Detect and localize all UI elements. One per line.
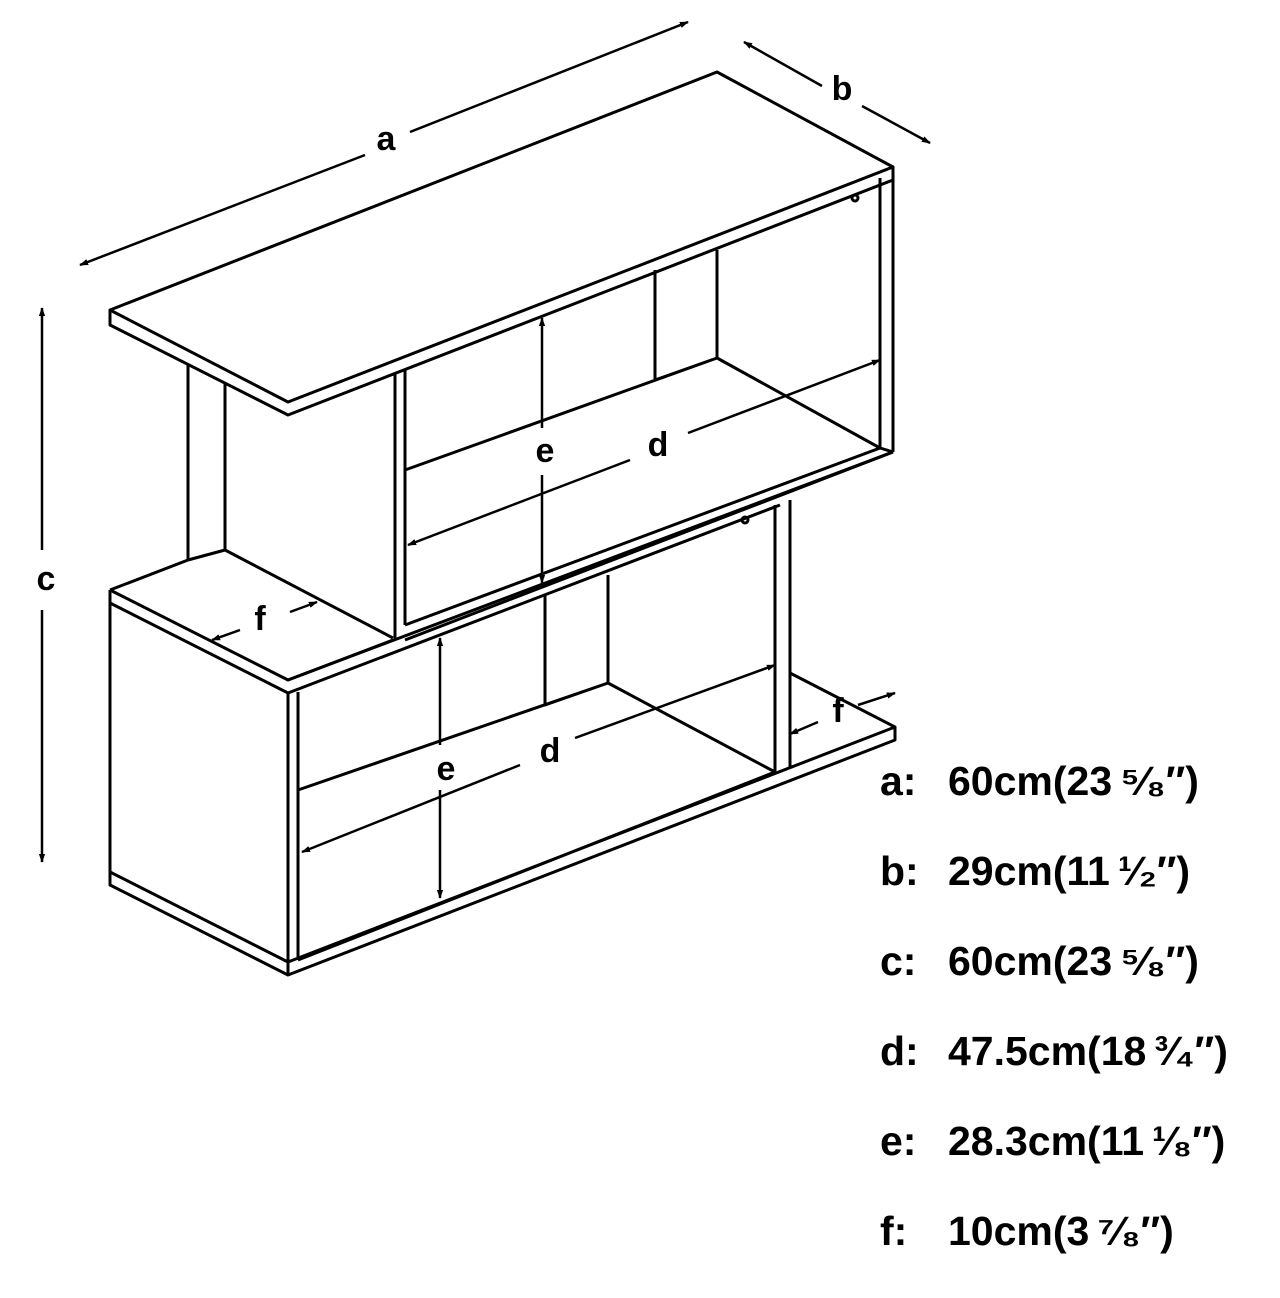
dim-label-d-upper: d — [648, 426, 669, 464]
dim-f-right-arrow-left — [789, 720, 819, 736]
dim-label-e-upper: e — [536, 432, 555, 470]
legend-row-f: f: 10cm(3 ⁷⁄₈″) — [880, 1208, 1280, 1298]
dim-label-f-right: f — [832, 692, 844, 730]
legend-value: 47.5cm(18 ³⁄₄″) — [948, 1028, 1228, 1074]
middle-board-right — [287, 450, 894, 695]
dimension-legend: a: 60cm(23 ⁵⁄₈″) b: 29cm(11 ¹⁄₂″) c: 60c… — [880, 758, 1280, 1298]
legend-key: b: — [880, 848, 919, 894]
dimension-labels: a b c e d f f e d — [37, 70, 853, 788]
bottom-board — [108, 671, 897, 977]
dim-d-upper-arrow-right — [687, 358, 881, 435]
legend-value: 10cm(3 ⁷⁄₈″) — [948, 1208, 1174, 1254]
lower-interior — [296, 575, 776, 960]
lower-left-panel — [108, 603, 290, 975]
legend-key: c: — [880, 938, 917, 984]
dim-f-right-arrow-right — [857, 691, 896, 707]
top-board — [108, 70, 895, 404]
legend-key: a: — [880, 758, 917, 804]
dim-a-arrow-left — [79, 153, 366, 267]
dim-label-b: b — [832, 70, 853, 108]
middle-board — [108, 558, 394, 695]
legend-row-c: c: 60cm(23 ⁵⁄₈″) — [880, 938, 1280, 1028]
dim-d-lower-arrow-right — [574, 663, 776, 740]
shelf-outline — [108, 70, 897, 977]
legend-value: 28.3cm(11 ¹⁄₈″) — [948, 1118, 1226, 1164]
upper-left-post — [186, 365, 394, 640]
legend-key: d: — [880, 1028, 919, 1074]
dim-d-lower-arrow-left — [301, 763, 521, 854]
dim-label-e-lower: e — [437, 750, 456, 788]
legend-value: 60cm(23 ⁵⁄₈″) — [948, 758, 1199, 804]
hinge-ring-upper — [850, 193, 860, 203]
legend-key: f: — [880, 1208, 908, 1254]
legend-row-e: e: 28.3cm(11 ¹⁄₈″) — [880, 1118, 1280, 1208]
legend-row-b: b: 29cm(11 ¹⁄₂″) — [880, 848, 1280, 938]
dim-b-arrow-lower — [861, 104, 931, 145]
dim-f-left-arrow-left — [211, 628, 241, 642]
lower-right-post — [773, 500, 792, 772]
dim-label-c: c — [37, 560, 56, 598]
upper-right-side-panel — [878, 167, 895, 454]
dim-f-left-arrow-right — [289, 600, 318, 614]
top-board-edge — [108, 178, 894, 417]
legend-row-d: d: 47.5cm(18 ³⁄₄″) — [880, 1028, 1280, 1118]
legend-row-a: a: 60cm(23 ⁵⁄₈″) — [880, 758, 1280, 848]
dimension-arrows — [38, 20, 931, 899]
upper-interior — [393, 250, 881, 640]
legend-value: 29cm(11 ¹⁄₂″) — [948, 848, 1191, 894]
dim-label-a: a — [377, 120, 397, 158]
legend-value: 60cm(23 ⁵⁄₈″) — [948, 938, 1199, 984]
dim-label-f-left: f — [254, 600, 266, 638]
legend-key: e: — [880, 1118, 917, 1164]
hinge-ring-lower — [740, 515, 750, 525]
dim-label-d-lower: d — [540, 732, 561, 770]
dim-b-arrow-upper — [743, 40, 823, 88]
dim-a-arrow-right — [409, 20, 689, 134]
dim-d-upper-arrow-left — [407, 458, 631, 547]
